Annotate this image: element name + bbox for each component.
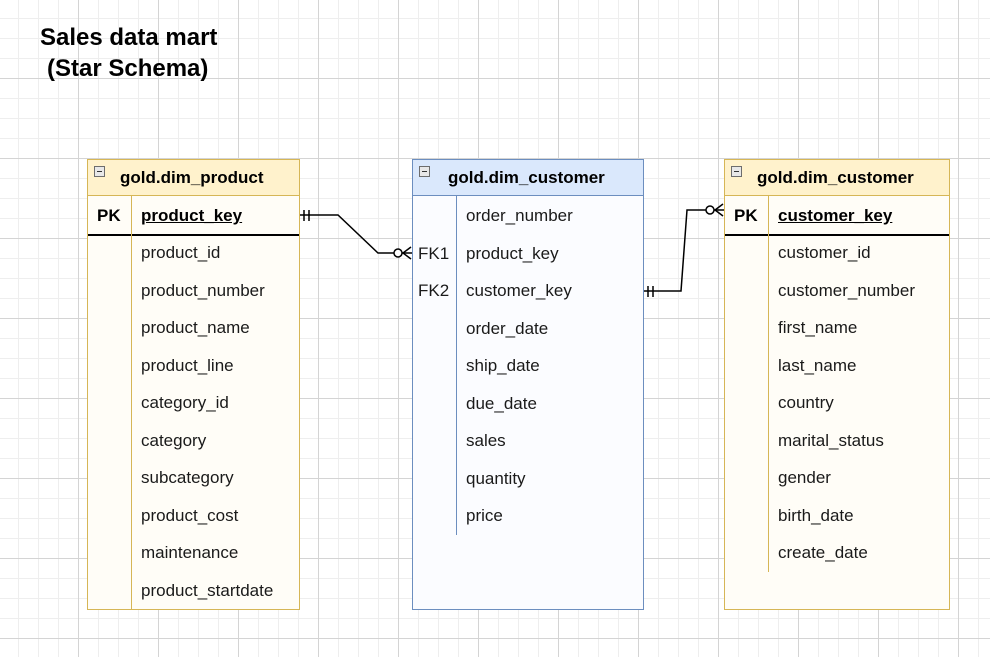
pk-separator — [725, 234, 949, 236]
table-name: gold.dim_customer — [757, 168, 914, 187]
field-row[interactable]: customer_key — [466, 281, 572, 300]
table-dim-product[interactable]: gold.dim_product PK product_key product_… — [87, 159, 300, 610]
field-row[interactable]: ship_date — [466, 356, 540, 375]
field-row[interactable]: last_name — [778, 356, 857, 375]
table-name: gold.dim_customer — [448, 168, 605, 187]
fk-label: FK2 — [418, 281, 450, 300]
pk-separator — [88, 234, 299, 236]
key-column-divider — [456, 196, 457, 535]
field-row[interactable]: subcategory — [141, 468, 234, 487]
field-row[interactable]: gender — [778, 468, 831, 487]
crowfoot-many-icon — [401, 246, 412, 260]
field-row[interactable]: order_number — [466, 206, 573, 225]
key-column-divider — [131, 196, 132, 609]
field-row[interactable]: product_name — [141, 318, 250, 337]
field-row[interactable]: product_cost — [141, 506, 239, 525]
diagram-subtitle: (Star Schema) — [47, 55, 209, 82]
field-row[interactable]: product_line — [141, 356, 234, 375]
field-row[interactable]: category — [141, 431, 207, 450]
connector-line — [300, 214, 412, 254]
collapse-minus-icon[interactable] — [731, 166, 742, 177]
diagram-title: Sales data mart — [40, 24, 218, 51]
relationship-product-to-fact — [300, 210, 412, 260]
fk-label: FK1 — [418, 244, 450, 263]
table-dim-customer[interactable]: gold.dim_customer PK customer_key custom… — [724, 159, 950, 610]
field-row[interactable]: create_date — [778, 543, 868, 562]
field-row[interactable]: country — [778, 393, 834, 412]
field-row[interactable]: product_startdate — [141, 581, 274, 600]
field-row[interactable]: quantity — [466, 469, 526, 488]
table-header[interactable]: gold.dim_customer — [413, 160, 643, 196]
collapse-minus-icon[interactable] — [419, 166, 430, 177]
pk-field[interactable]: customer_key — [778, 206, 893, 225]
table-name: gold.dim_product — [120, 168, 264, 187]
table-header[interactable]: gold.dim_customer — [725, 160, 949, 196]
collapse-minus-icon[interactable] — [94, 166, 105, 177]
field-row[interactable]: product_key — [466, 244, 559, 263]
pk-label: PK — [97, 206, 121, 225]
connector-line — [644, 209, 724, 292]
pk-label: PK — [734, 206, 758, 225]
field-row[interactable]: birth_date — [778, 506, 854, 525]
field-row[interactable]: category_id — [141, 393, 229, 412]
field-row[interactable]: due_date — [466, 394, 537, 413]
table-header[interactable]: gold.dim_product — [88, 160, 299, 196]
field-row[interactable]: customer_number — [778, 281, 916, 300]
zero-marker-icon — [705, 205, 715, 215]
relationship-fact-to-customer — [644, 203, 724, 297]
field-row[interactable]: sales — [466, 431, 506, 450]
zero-marker-icon — [393, 248, 403, 258]
field-row[interactable]: product_id — [141, 243, 221, 262]
crowfoot-many-icon — [713, 203, 724, 217]
field-row[interactable]: price — [466, 506, 503, 525]
field-row[interactable]: marital_status — [778, 431, 884, 450]
key-column-divider — [768, 196, 769, 572]
field-row[interactable]: first_name — [778, 318, 858, 337]
field-row[interactable]: product_number — [141, 281, 265, 300]
field-row[interactable]: customer_id — [778, 243, 871, 262]
field-row[interactable]: maintenance — [141, 543, 239, 562]
pk-field[interactable]: product_key — [141, 206, 243, 225]
field-row[interactable]: order_date — [466, 319, 549, 338]
